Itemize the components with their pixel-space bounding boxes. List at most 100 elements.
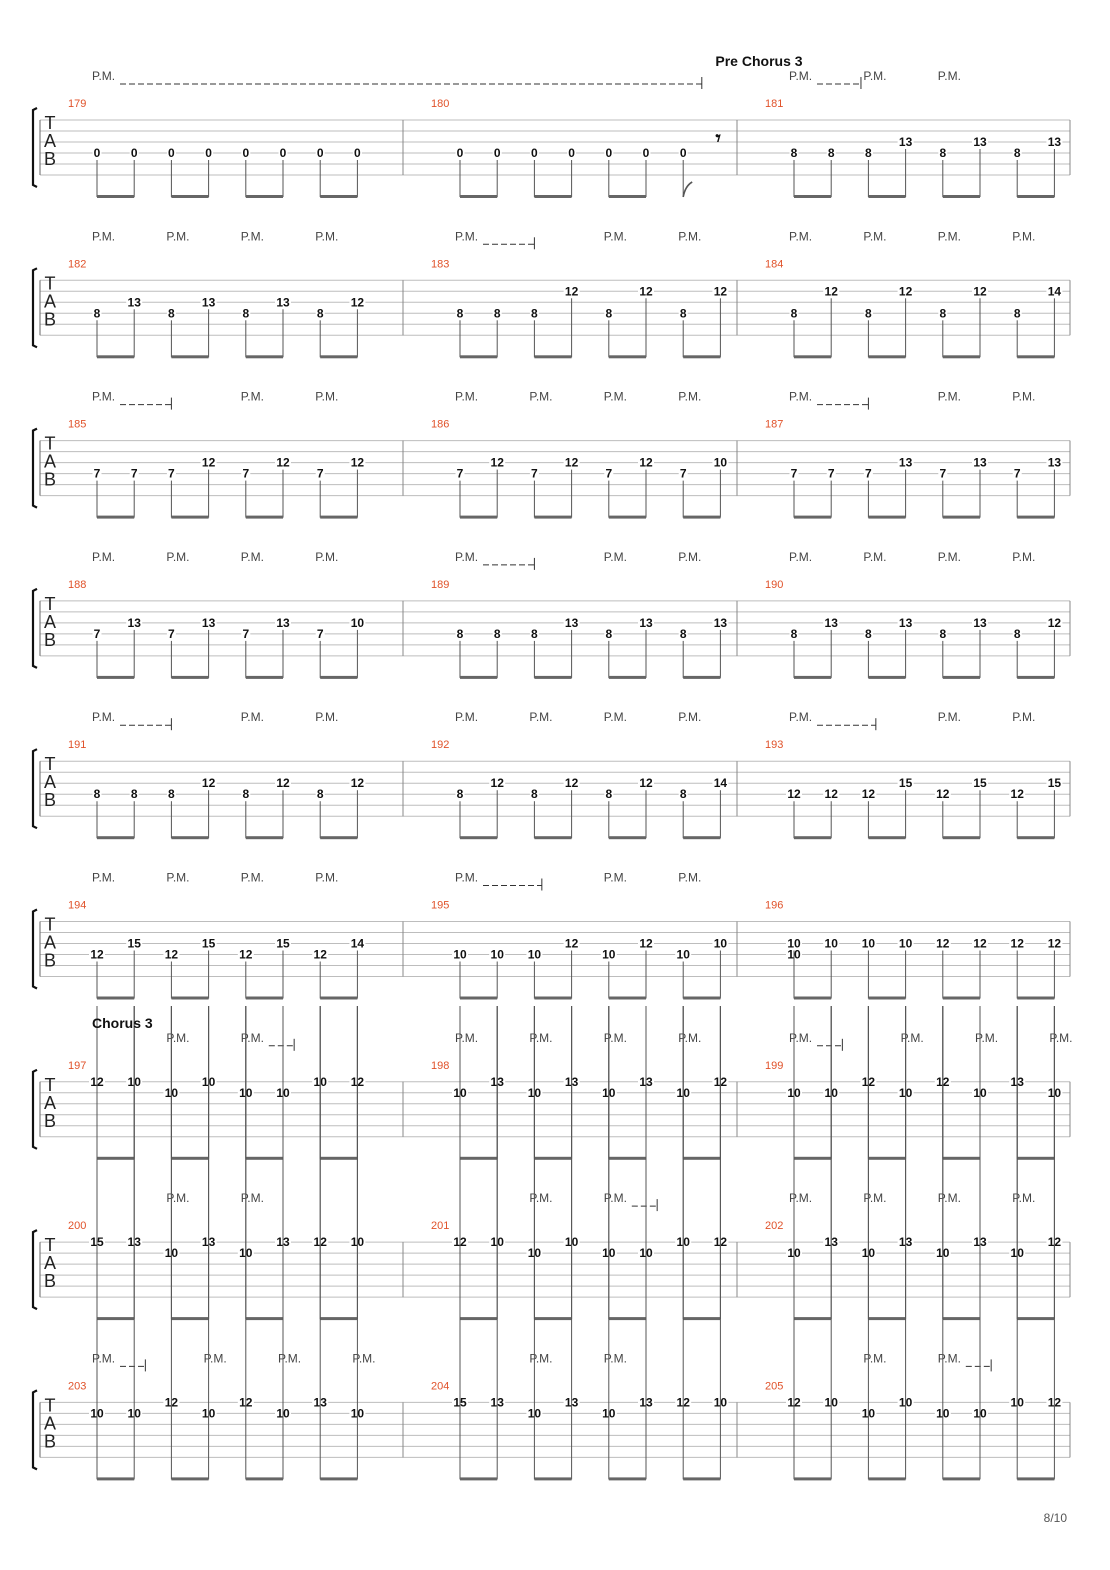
fret-number: 8 bbox=[317, 306, 324, 320]
palm-mute-label: P.M. bbox=[678, 229, 701, 243]
fret-number: 12 bbox=[314, 948, 328, 962]
fret-mask bbox=[349, 296, 366, 309]
eighth-beam bbox=[320, 1317, 358, 1321]
fret-mask bbox=[1012, 147, 1022, 159]
fret-number: 15 bbox=[899, 776, 913, 790]
fret-mask bbox=[712, 285, 729, 298]
fret-mask bbox=[529, 627, 539, 640]
eighth-beam bbox=[683, 996, 721, 1000]
fret-mask bbox=[92, 788, 102, 801]
fret-number: 12 bbox=[1011, 787, 1025, 801]
fret-number: 13 bbox=[202, 616, 216, 630]
palm-mute-label: P.M. bbox=[938, 1191, 961, 1205]
fret-mask bbox=[897, 777, 914, 790]
eighth-beam bbox=[171, 515, 209, 519]
fret-number: 8 bbox=[1014, 627, 1021, 641]
fret-mask bbox=[863, 307, 873, 320]
palm-mute-label: P.M. bbox=[204, 1351, 227, 1365]
fret-number: 12 bbox=[639, 284, 653, 298]
eighth-beam bbox=[171, 996, 209, 1000]
fret-number: 10 bbox=[787, 937, 801, 951]
palm-mute-label: P.M. bbox=[241, 871, 264, 885]
fret-mask bbox=[826, 147, 836, 159]
palm-mute-label: P.M. bbox=[166, 871, 189, 885]
eighth-beam bbox=[534, 836, 572, 840]
fret-mask bbox=[529, 788, 539, 801]
palm-mute-label: P.M. bbox=[938, 550, 961, 564]
fret-number: 8 bbox=[1014, 146, 1021, 160]
fret-number: 0 bbox=[317, 146, 324, 160]
fret-mask bbox=[278, 147, 288, 159]
fret-number: 8 bbox=[865, 627, 872, 641]
fret-mask bbox=[860, 937, 877, 950]
tab-clef-letter: A bbox=[44, 131, 56, 151]
fret-mask bbox=[455, 467, 465, 480]
palm-mute-label: P.M. bbox=[92, 871, 115, 885]
eighth-beam bbox=[683, 355, 721, 359]
eighth-beam bbox=[868, 515, 906, 519]
fret-number: 7 bbox=[791, 467, 798, 481]
fret-mask bbox=[92, 627, 102, 640]
tab-clef-letter: T bbox=[45, 113, 56, 133]
fret-mask bbox=[934, 788, 951, 801]
fret-number: 13 bbox=[973, 456, 987, 470]
eighth-beam bbox=[868, 675, 906, 679]
fret-mask bbox=[563, 285, 580, 298]
palm-mute-label: P.M. bbox=[789, 1191, 812, 1205]
fret-number: 12 bbox=[787, 787, 801, 801]
fret-number: 12 bbox=[714, 284, 728, 298]
fret-mask bbox=[938, 307, 948, 320]
tab-clef-letter: A bbox=[44, 772, 56, 792]
measure-number: 192 bbox=[431, 739, 449, 751]
fret-mask bbox=[349, 616, 366, 629]
fret-number: 12 bbox=[351, 456, 365, 470]
eighth-beam bbox=[1017, 195, 1055, 198]
eighth-beam bbox=[320, 675, 358, 679]
tab-clef-letter: B bbox=[44, 1271, 56, 1291]
eighth-beam bbox=[320, 195, 358, 198]
eighth-beam bbox=[245, 1317, 283, 1321]
eighth-beam bbox=[320, 1477, 358, 1481]
tab-clef-letter: T bbox=[45, 273, 56, 293]
fret-number: 12 bbox=[202, 776, 216, 790]
fret-mask bbox=[972, 937, 988, 950]
tab-clef-letter: T bbox=[45, 1075, 56, 1095]
fret-mask bbox=[200, 616, 217, 629]
fret-number: 12 bbox=[825, 284, 839, 298]
eighth-beam bbox=[534, 515, 572, 519]
fret-mask bbox=[129, 788, 139, 801]
measure-number: 204 bbox=[431, 1380, 449, 1392]
palm-mute-label: P.M. bbox=[938, 1351, 961, 1365]
eighth-beam bbox=[534, 195, 572, 198]
eighth-beam bbox=[1017, 836, 1055, 840]
fret-number: 12 bbox=[936, 787, 950, 801]
fret-number: 8 bbox=[939, 627, 946, 641]
fret-mask bbox=[897, 616, 914, 629]
tab-system: TABP.M.P.M.P.M.P.M.P.M.P.M.P.M.P.M.P.M.P… bbox=[31, 710, 1071, 840]
fret-mask bbox=[275, 937, 291, 950]
tab-clef-letter: B bbox=[44, 470, 56, 490]
fret-number: 8 bbox=[242, 787, 249, 801]
eighth-beam bbox=[608, 996, 646, 1000]
fret-number: 12 bbox=[239, 948, 253, 962]
fret-mask bbox=[92, 467, 102, 480]
eighth-beam bbox=[97, 355, 135, 359]
eighth-beam bbox=[1017, 515, 1055, 519]
palm-mute-label: P.M. bbox=[315, 229, 338, 243]
fret-mask bbox=[241, 147, 251, 159]
fret-mask bbox=[604, 307, 614, 320]
eighth-beam bbox=[97, 675, 135, 679]
fret-mask bbox=[1012, 307, 1022, 320]
eighth-beam bbox=[1017, 675, 1055, 679]
eighth-beam bbox=[320, 996, 358, 1000]
measure-number: 189 bbox=[431, 579, 449, 591]
palm-mute-label: P.M. bbox=[92, 229, 115, 243]
fret-number: 13 bbox=[276, 616, 290, 630]
palm-mute-label: P.M. bbox=[604, 550, 627, 564]
eighth-beam bbox=[868, 996, 906, 1000]
eighth-beam bbox=[245, 836, 283, 840]
measure-number: 179 bbox=[68, 98, 86, 110]
fret-mask bbox=[934, 937, 951, 950]
fret-mask bbox=[678, 627, 688, 640]
eighth-beam bbox=[460, 1477, 498, 1481]
